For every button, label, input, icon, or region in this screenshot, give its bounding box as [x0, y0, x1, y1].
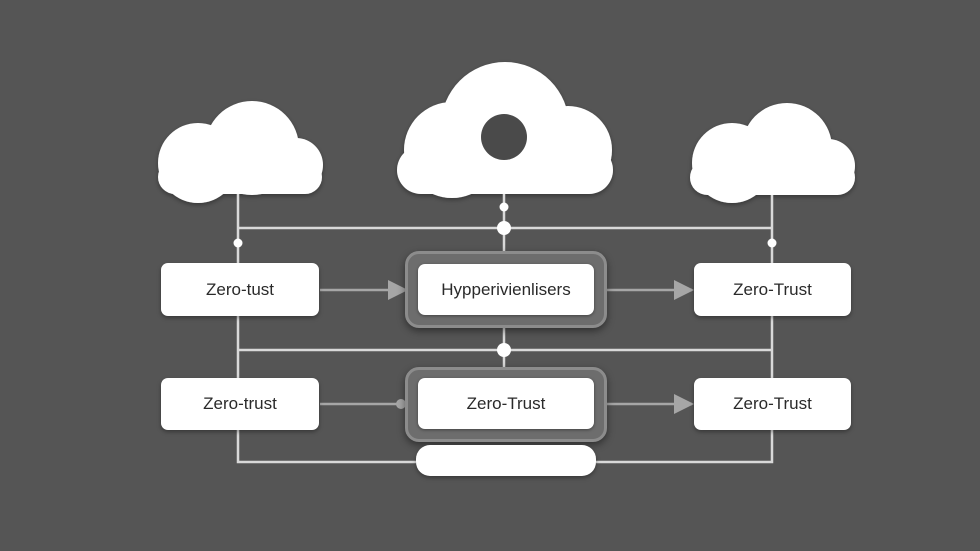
node-center-bottom-highlight: Zero-Trust — [405, 367, 607, 442]
node-center-bottom: Zero-Trust — [418, 378, 594, 429]
node-top-left: Zero-tust — [161, 263, 319, 316]
node-bottom-right: Zero-Trust — [694, 378, 851, 430]
node-top-right: Zero-Trust — [694, 263, 851, 316]
node-center-top: Hypperivienlisers — [418, 264, 594, 315]
flow-arrows — [320, 280, 694, 414]
node-center-top-highlight: Hypperivienlisers — [405, 251, 607, 328]
cloud-icon-left — [158, 101, 323, 203]
connector-dot — [396, 399, 406, 409]
cloud-icon-right — [690, 103, 855, 203]
cloud-hole-icon — [481, 114, 527, 160]
junction-dots — [233, 202, 777, 357]
base-node — [416, 445, 596, 476]
node-bottom-left: Zero-trust — [161, 378, 319, 430]
